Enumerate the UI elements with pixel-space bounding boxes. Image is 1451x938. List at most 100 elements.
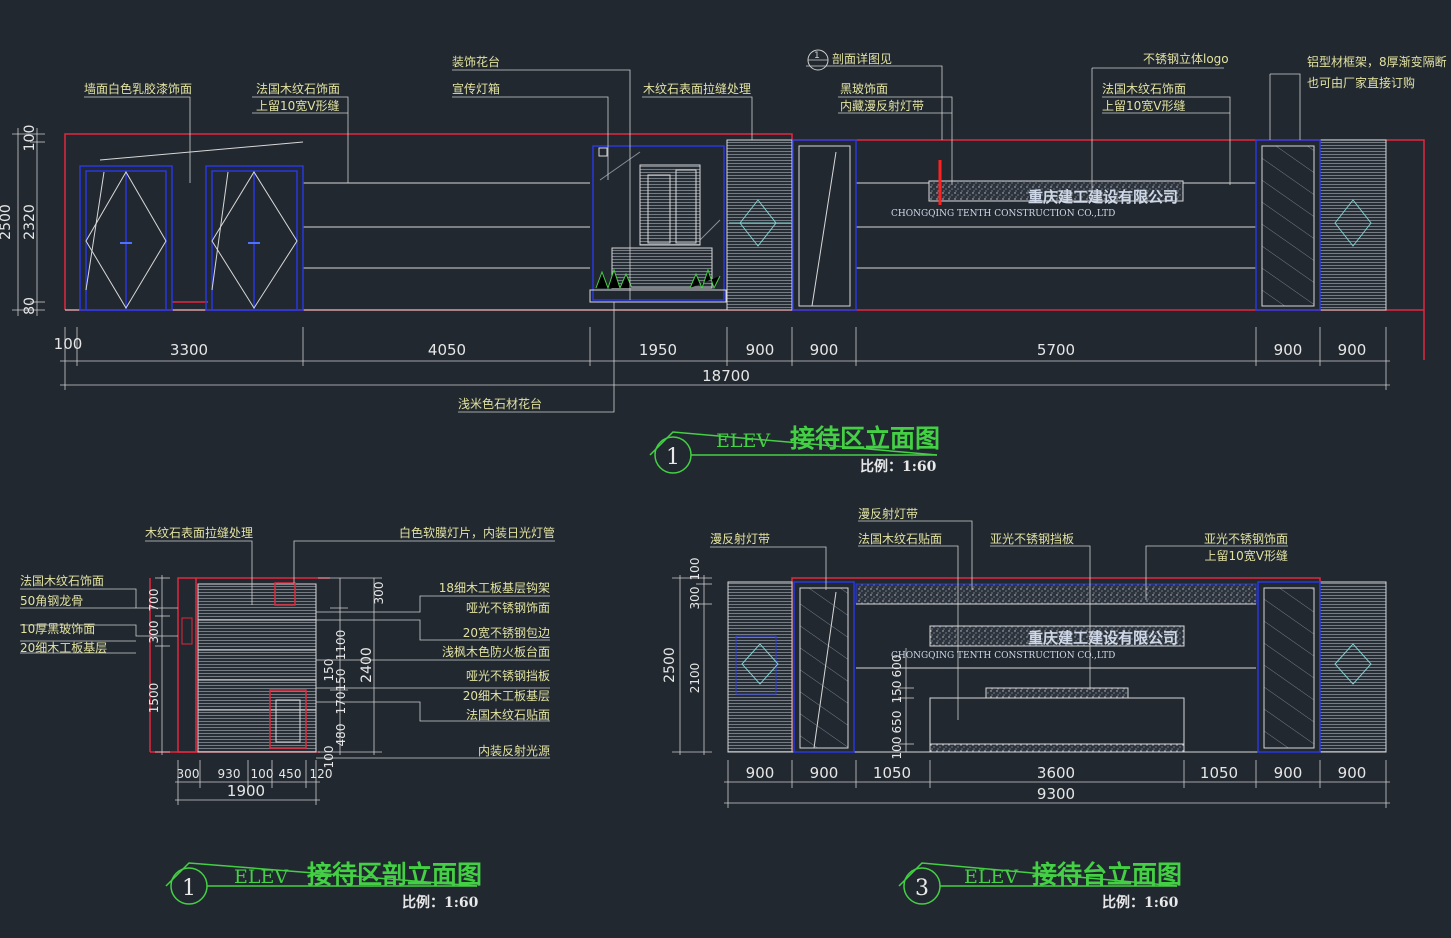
- plants: [595, 268, 721, 290]
- h-dim-texts-elev3: 900 900 1050 3600 1050 900 900 9300: [746, 764, 1367, 803]
- v-mid-5: 170: [334, 692, 348, 715]
- v-left-3: 1500: [147, 683, 161, 714]
- v-total-2: 2400: [359, 647, 375, 683]
- height-mid: 2320: [22, 204, 38, 240]
- h3-1: 900: [746, 764, 775, 782]
- logo-english-1: CHONGQING TENTH CONSTRUCTION CO.,LTD: [891, 209, 1115, 219]
- note-7: 剖面详图见: [832, 51, 892, 66]
- note-6: 木纹石表面拉缝处理: [643, 81, 751, 96]
- title-block-3: 3 ELEV 接待台立面图 比例：1:60: [898, 860, 1182, 911]
- note-tr: 白色软膜灯片，内装日光灯管: [399, 525, 555, 540]
- display-niche: [589, 145, 727, 303]
- v-mid-6: 480: [334, 724, 348, 747]
- w-dim-7: 5700: [1037, 341, 1075, 359]
- w-dim-total: 18700: [702, 367, 750, 385]
- v-mid-2: 1100: [334, 630, 348, 661]
- height-base: 80: [22, 297, 38, 315]
- title-number-3: 3: [915, 876, 929, 901]
- w-dim-2: 3300: [170, 341, 208, 359]
- v-mid-7: 100: [322, 746, 336, 769]
- title-number-1: 1: [666, 445, 680, 470]
- v-dims-elev2: [155, 575, 382, 755]
- title-2: 接待区剖立面图: [307, 860, 482, 889]
- w-dim-4: 1950: [639, 341, 677, 359]
- note-1: 墙面白色乳胶漆饰面: [84, 81, 192, 96]
- title-number-2: 1: [182, 876, 196, 901]
- h3-6: 900: [1274, 764, 1303, 782]
- v-mid-4: 150: [334, 669, 348, 692]
- w-dim-5: 900: [746, 341, 775, 359]
- w-dim-1: 100: [54, 335, 83, 353]
- note-r7: 法国木纹石贴面: [466, 708, 550, 722]
- notes-elev1: 墙面白色乳胶漆饰面 法国木纹石饰面 上留10宽V形缝 装饰花台 宣传灯箱 木纹石…: [84, 51, 1447, 411]
- height-dims-elev1: [12, 128, 45, 316]
- note3-2: 法国木纹石贴面: [858, 532, 942, 546]
- h3-total: 9300: [1037, 785, 1075, 803]
- logo-english-3: CHONGQING TENTH CONSTRUCTION CO.,LTD: [891, 651, 1115, 661]
- note-r6: 20细木工板基层: [463, 689, 550, 703]
- elevation-1-reception-area: 重庆建工建设有限公司 CHONGQING TENTH CONSTRUCTION …: [0, 49, 1447, 475]
- note-l3: 10厚黑玻饰面: [20, 622, 95, 636]
- note-r3: 20宽不锈钢包边: [463, 625, 550, 640]
- logo-chinese-1: 重庆建工建设有限公司: [1028, 188, 1178, 206]
- h2-5: 120: [310, 767, 333, 781]
- note-l1: 法国木纹石饰面: [20, 574, 104, 588]
- signage-arrows: [729, 199, 1372, 247]
- title-3: 接待台立面图: [1032, 860, 1182, 889]
- black-glass-panels: [598, 139, 1321, 311]
- h2-2: 930: [218, 767, 241, 781]
- title-1: 接待区立面图: [790, 424, 940, 453]
- note-5: 宣传灯箱: [452, 81, 500, 96]
- v3-i4: 100: [890, 737, 904, 760]
- h3-7: 900: [1338, 764, 1367, 782]
- elevation-3-reception-desk: 重庆建工建设有限公司 CHONGQING TENTH CONSTRUCTION …: [662, 506, 1390, 911]
- title-block-1: 1 ELEV 接待区立面图 比例：1:60: [649, 424, 940, 475]
- logo-chinese-3: 重庆建工建设有限公司: [1028, 629, 1178, 647]
- note3-6: 上留10宽V形缝: [1205, 548, 1288, 563]
- v3-i1: 600: [890, 655, 904, 678]
- h3-3: 1050: [873, 764, 911, 782]
- leaders-elev1: [84, 65, 1301, 413]
- h2-3: 100: [251, 767, 274, 781]
- width-dims-elev1: [60, 327, 1390, 390]
- note-r4: 浅枫木色防火板台面: [442, 644, 550, 659]
- logo-strip-1: 重庆建工建设有限公司 CHONGQING TENTH CONSTRUCTION …: [891, 160, 1184, 219]
- v-dims-elev3: [672, 575, 914, 755]
- elevation-2-section: 法国木纹石饰面 50角钢龙骨 10厚黑玻饰面 20细木工板基层 木纹石表面拉缝处…: [20, 525, 555, 911]
- h-dims-elev3: [724, 760, 1390, 808]
- w-dim-3: 4050: [428, 341, 466, 359]
- h3-5: 1050: [1200, 764, 1238, 782]
- h-dim-texts-elev2: 300 930 100 450 120 1900: [177, 767, 333, 800]
- v3-2: 300: [688, 587, 702, 610]
- v-left-2: 300: [147, 621, 161, 644]
- h2-4: 450: [279, 767, 302, 781]
- note-r5: 哑光不锈钢挡板: [466, 669, 550, 683]
- w-dim-6: 900: [810, 341, 839, 359]
- v3-i2: 150: [890, 681, 904, 704]
- note-15: 浅米色石材花台: [458, 396, 542, 411]
- door-diamonds: [85, 171, 298, 309]
- note-2: 法国木纹石饰面: [256, 82, 340, 96]
- note-10: 不锈钢立体logo: [1143, 51, 1229, 66]
- height-total: 2500: [0, 204, 14, 240]
- leaders-elev2: [20, 540, 555, 759]
- height-top: 100: [22, 125, 38, 152]
- note3-4: 亚光不锈钢挡板: [990, 532, 1074, 546]
- v-mid-1: 300: [372, 582, 386, 605]
- h2-1: 300: [177, 767, 200, 781]
- note3-3: 漫反射灯带: [858, 506, 918, 521]
- h3-4: 3600: [1037, 764, 1075, 782]
- width-dim-texts-elev1: 100 3300 4050 1950 900 900 5700 900 900 …: [54, 335, 1367, 385]
- note-r2: 哑光不锈钢饰面: [466, 601, 550, 615]
- h-dims-elev2: [175, 760, 320, 805]
- note3-1: 漫反射灯带: [710, 531, 770, 546]
- leaders-elev3: [710, 520, 1288, 720]
- note3-5: 亚光不锈钢饰面: [1204, 532, 1288, 546]
- note-3: 上留10宽V形缝: [256, 98, 339, 113]
- note-11: 法国木纹石饰面: [1102, 82, 1186, 96]
- scale-3: 比例：1:60: [1102, 894, 1179, 911]
- h2-total: 1900: [227, 782, 265, 800]
- notes-elev2: 法国木纹石饰面 50角钢龙骨 10厚黑玻饰面 20细木工板基层 木纹石表面拉缝处…: [20, 525, 555, 758]
- note-13: 铝型材框架，8厚渐变隔断: [1307, 54, 1447, 69]
